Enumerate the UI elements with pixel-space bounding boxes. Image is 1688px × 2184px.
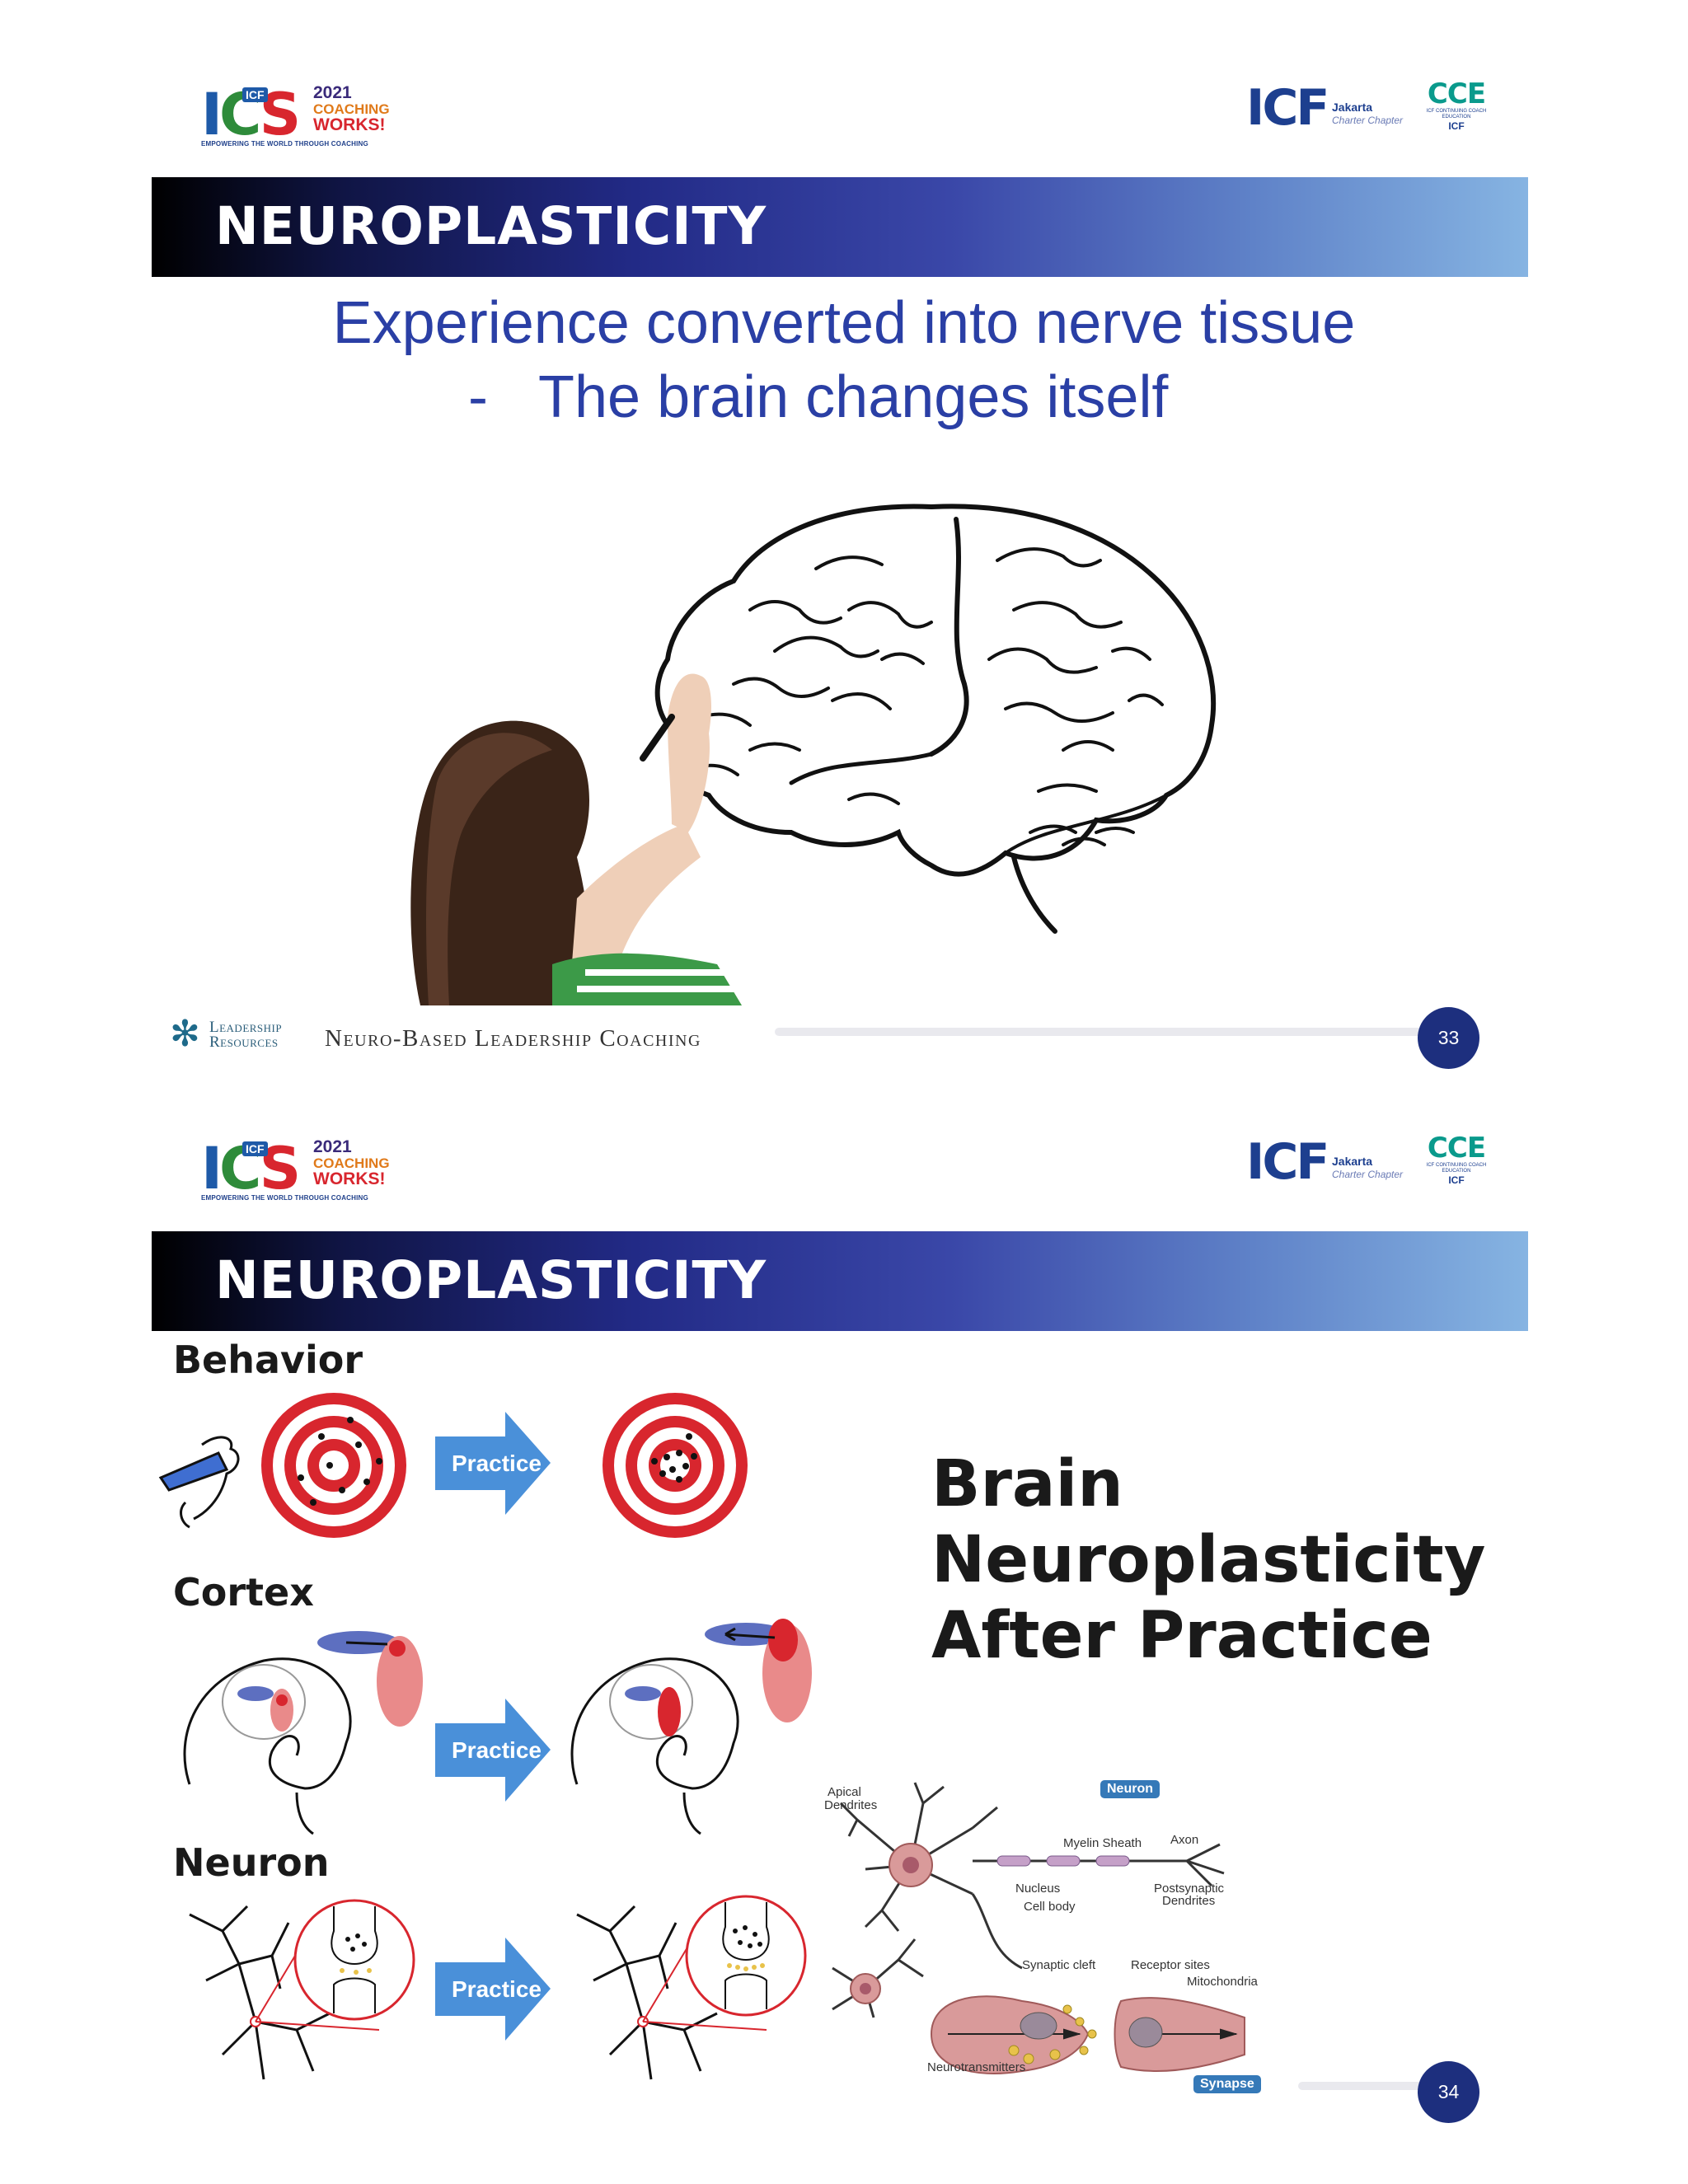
title-bar: NEUROPLASTICITY [152,1231,1528,1331]
neuron-after-illustration [576,1895,807,2080]
label-synaptic-cleft: Synaptic cleft [1022,1958,1096,1972]
leadership-resources-logo: ✻ Leadership Resources [170,1015,335,1057]
right-arrow-icon [435,1412,551,1515]
icgs-logo-line1: COACHING [313,101,390,117]
section-label-behavior: Behavior [173,1338,363,1382]
label-apical: Apical [828,1785,861,1799]
cce-logo-icf: ICF [1448,1174,1465,1186]
practice-arrow-label: Practice [452,1737,542,1763]
section-label-neuron: Neuron [173,1840,330,1885]
behavior-before-illustration [158,1393,406,1538]
icgs-logo-line2: WORKS! [313,1169,386,1188]
synapse-badge: Synapse [1193,2075,1261,2093]
practice-arrow-behavior: Practice [435,1412,551,1515]
label-mitochondria: Mitochondria [1187,1975,1258,1989]
page-number-badge: 34 [1418,2061,1479,2123]
subtitle-line-1: Experience converted into nerve tissue [332,290,1356,356]
cce-logo-word: CCE [1427,1132,1486,1165]
right-arrow-icon [435,1699,551,1802]
icgs-logo-badge: ICF [242,1141,268,1156]
practice-arrow-neuron: Practice [435,1938,551,2041]
right-heading: Brain Neuroplasticity After Practice [931,1446,1486,1674]
footer-program-name: Neuro-Based Leadership Coaching [325,1025,701,1052]
icf-logo-line2: Charter Chapter [1332,115,1404,126]
woman-figure [410,673,742,1005]
neuron-synapse-diagram: Apical Dendrites Neuron Myelin Sheath Ax… [808,1770,1298,2108]
cortex-before-illustration [183,1631,423,1835]
footer-org-line1: Leadership [209,1019,283,1036]
cortex-after-illustration [570,1619,812,1835]
icgs-logo-tagline: EMPOWERING THE WORLD THROUGH COACHING [201,140,368,148]
practice-arrow-label: Practice [452,1451,542,1476]
heading-line-3: After Practice [931,1599,1432,1673]
icgs-logo-badge: ICF [242,87,268,102]
cce-logo: CCE ICF CONTINUING COACH EDUCATION ICF [1419,1133,1493,1193]
subtitle-line-2: -The brain changes itself [468,363,1168,432]
icgs-logo-year: 2021 [313,83,352,102]
label-cell-body: Cell body [1024,1900,1076,1914]
snowflake-icon: ✻ [170,1014,200,1054]
label-axon: Axon [1170,1833,1199,1847]
practice-arrow-label: Practice [452,1976,542,2002]
footer-divider [775,1028,1459,1036]
label-nucleus: Nucleus [1015,1882,1061,1896]
section-label-cortex: Cortex [173,1570,314,1615]
cce-logo: CCE ICF CONTINUING COACH EDUCATION ICF [1419,79,1493,138]
cce-logo-sub: ICF CONTINUING COACH EDUCATION [1426,109,1487,120]
slide-title: NEUROPLASTICITY [215,196,767,256]
dart-hand-icon [158,1436,240,1529]
label-dendrites: Dendrites [824,1798,878,1812]
icgs-2021-logo: ICS ICF 2021 COACHING WORKS! EMPOWERING … [201,1137,391,1202]
brain-drawing [654,504,1217,934]
footer-org-line2: Resources [209,1033,279,1051]
target-before-icon [261,1393,406,1538]
icf-logo-line1: Jakarta [1332,101,1373,114]
target-after-icon [603,1393,748,1538]
subtitle-dash: - [468,364,488,430]
icgs-2021-logo: ICS ICF 2021 COACHING WORKS! EMPOWERING … [201,82,391,148]
heading-line-1: Brain [931,1447,1123,1521]
cce-logo-word: CCE [1427,77,1486,110]
label-receptor-sites: Receptor sites [1131,1958,1210,1972]
label-myelin-sheath: Myelin Sheath [1063,1836,1142,1850]
icf-logo-line1: Jakarta [1332,1155,1373,1168]
label-neurotransmitters: Neurotransmitters [927,2060,1026,2074]
subtitle-line-2-text: The brain changes itself [538,364,1169,430]
neuron-badge: Neuron [1100,1780,1160,1798]
page-number-badge: 33 [1418,1007,1479,1069]
neuron-before-illustration [189,1899,415,2080]
label-postsynaptic: Postsynaptic [1154,1882,1225,1896]
icf-jakarta-logo: ICF Jakarta Charter Chapter [1246,1133,1428,1191]
cce-logo-sub: ICF CONTINUING COACH EDUCATION [1426,1163,1487,1174]
icf-logo-line2: Charter Chapter [1332,1169,1404,1180]
label-postsynaptic-dendrites: Dendrites [1162,1894,1216,1908]
heading-line-2: Neuroplasticity [931,1523,1486,1597]
practice-arrow-cortex: Practice [435,1699,551,1802]
footer-divider [1298,2082,1459,2090]
icf-jakarta-logo: ICF Jakarta Charter Chapter [1246,79,1428,137]
title-bar: NEUROPLASTICITY [152,177,1528,277]
right-arrow-icon [435,1938,551,2041]
icgs-logo-line1: COACHING [313,1155,390,1171]
slide-33: ICS ICF 2021 COACHING WORKS! EMPOWERING … [0,0,1688,1069]
icgs-logo-tagline: EMPOWERING THE WORLD THROUGH COACHING [201,1194,368,1202]
neuron-diagram-graphics [832,1782,1245,2074]
woman-drawing-brain-image [410,504,1217,1005]
icgs-logo-year: 2021 [313,1137,352,1156]
slide-34: ICS ICF 2021 COACHING WORKS! EMPOWERING … [0,1057,1688,2123]
slide-title: NEUROPLASTICITY [215,1250,767,1310]
icf-logo-word: ICF [1246,79,1329,137]
icgs-logo-line2: WORKS! [313,115,386,134]
icf-logo-word: ICF [1246,1133,1329,1191]
cce-logo-icf: ICF [1448,120,1465,132]
